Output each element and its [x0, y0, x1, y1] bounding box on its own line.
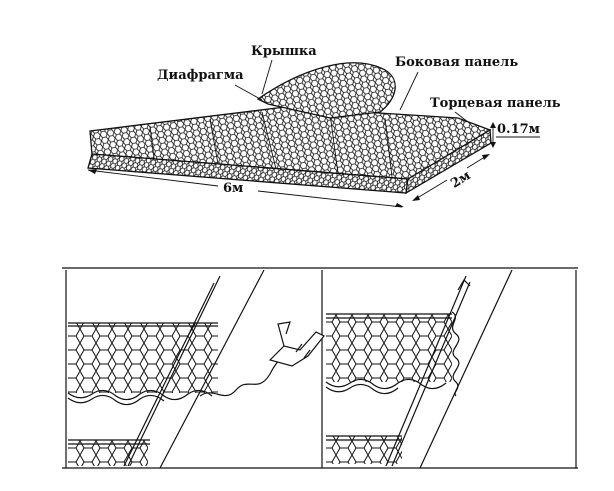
- right-upper-mesh: [326, 314, 452, 382]
- end-panel-label: Торцевая панель: [430, 96, 561, 111]
- mattress-figure: 6м 2м 0.17м Крышка Диафрагма Боковая пан…: [87, 44, 561, 208]
- left-panel: [67, 269, 325, 469]
- right-panel: [325, 269, 513, 469]
- lid-label: Крышка: [251, 44, 317, 59]
- lacing-figure: [62, 267, 578, 469]
- lacing-wire: [199, 355, 285, 397]
- lid-flap: [256, 62, 396, 119]
- thickness-label: 0.17м: [497, 122, 540, 137]
- length-dimension: 6м: [87, 169, 404, 208]
- diaphragm-lines: [149, 111, 393, 178]
- pliers-icon: [268, 331, 325, 367]
- diaphragm-label: Диафрагма: [157, 68, 244, 83]
- thickness-dimension: 0.17м: [490, 122, 540, 148]
- length-label: 6м: [223, 181, 243, 196]
- width-label: 2м: [448, 168, 473, 192]
- laced-seam: [451, 311, 460, 397]
- side-panel-label: Боковая панель: [395, 55, 518, 70]
- left-upper-mesh: [68, 323, 218, 393]
